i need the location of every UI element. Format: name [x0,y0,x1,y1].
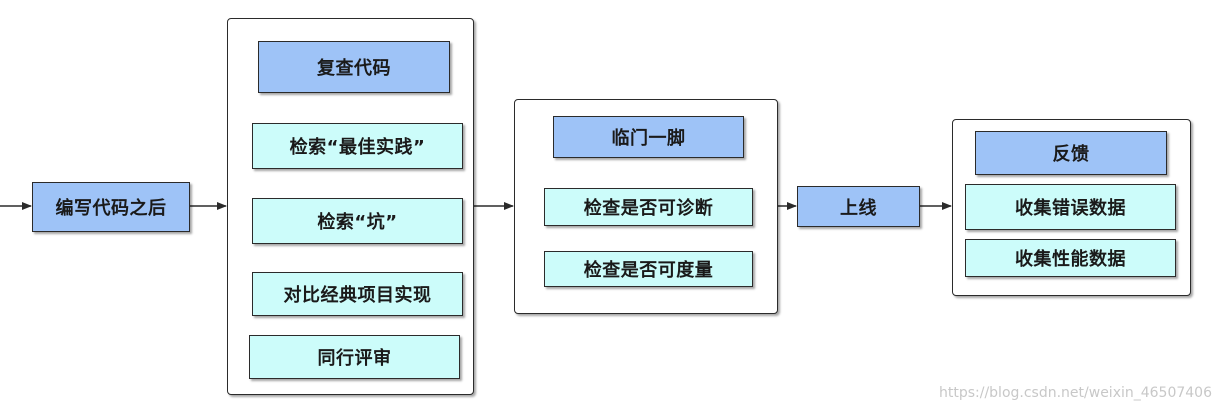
review-item-peer-review: 同行评审 [249,335,460,379]
review-item-compare-classic: 对比经典项目实现 [252,272,463,316]
last-minute-item-diagnosable: 检查是否可诊断 [544,188,753,226]
start-node: 编写代码之后 [32,182,190,232]
review-item-best-practice: 检索“最佳实践” [252,123,463,169]
last-minute-header: 临门一脚 [553,116,744,158]
review-header: 复查代码 [258,41,450,93]
feedback-item-performance: 收集性能数据 [965,239,1176,277]
review-item-pitfalls: 检索“坑” [252,198,463,244]
feedback-header: 反馈 [975,131,1167,175]
feedback-item-errors: 收集错误数据 [965,184,1176,230]
last-minute-item-measurable: 检查是否可度量 [544,251,753,287]
watermark-text: https://blog.csdn.net/weixin_46507406 [938,385,1212,401]
launch-node: 上线 [797,186,920,227]
